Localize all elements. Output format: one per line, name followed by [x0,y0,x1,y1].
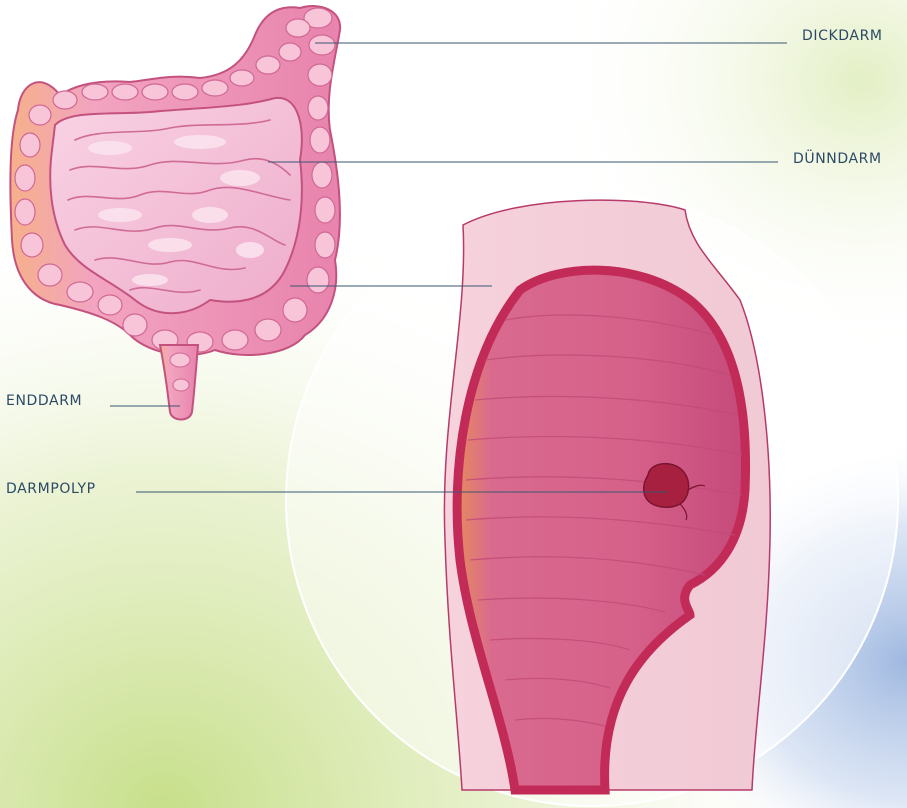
label-darmpolyp: DARMPOLYP [6,481,96,497]
label-dickdarm: DICKDARM [802,28,883,44]
rectum-cross-section [444,200,770,790]
label-duenndarm: DÜNNDARM [793,151,882,167]
label-enddarm: ENDDARM [6,393,82,409]
